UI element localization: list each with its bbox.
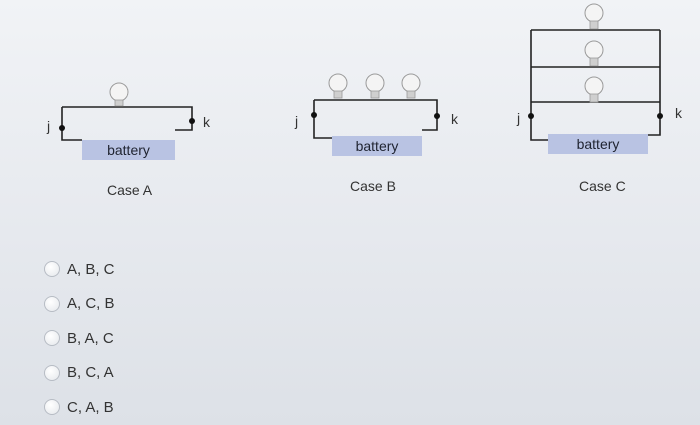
terminal-k-label: k bbox=[203, 114, 210, 130]
terminal-k-dot bbox=[189, 118, 195, 124]
terminal-k-dot bbox=[657, 113, 663, 119]
terminal-j-label: j bbox=[295, 113, 299, 129]
case-b-circuit bbox=[311, 73, 440, 139]
option-label: B, A, C bbox=[67, 329, 114, 347]
bulb-icon bbox=[584, 76, 604, 103]
terminal-k-dot bbox=[434, 113, 440, 119]
battery: battery bbox=[548, 134, 648, 154]
battery: battery bbox=[82, 140, 175, 160]
case-c-label: Case C bbox=[579, 178, 626, 194]
option-c-a-b[interactable]: C, A, B bbox=[44, 390, 115, 425]
radio-button[interactable] bbox=[44, 261, 60, 278]
bulb-icon bbox=[584, 3, 604, 30]
case-a-label: Case A bbox=[107, 182, 153, 198]
terminal-j-label: j bbox=[47, 118, 51, 134]
bulb-icon bbox=[401, 73, 421, 99]
terminal-j-dot bbox=[59, 125, 65, 131]
bulb-icon bbox=[328, 73, 348, 99]
answer-options: A, B, C A, C, B B, A, C B, C, A C, A, B bbox=[44, 252, 115, 425]
option-label: A, B, C bbox=[67, 260, 115, 278]
terminal-k-label: k bbox=[675, 105, 682, 121]
case-b-label: Case B bbox=[350, 178, 396, 194]
case-a-circuit bbox=[59, 82, 195, 141]
radio-button[interactable] bbox=[44, 295, 60, 312]
radio-button[interactable] bbox=[44, 364, 60, 381]
option-label: A, C, B bbox=[67, 295, 115, 313]
option-a-b-c[interactable]: A, B, C bbox=[44, 252, 115, 287]
circuit-diagrams bbox=[59, 3, 663, 141]
terminal-j-label: j bbox=[517, 110, 521, 126]
option-b-a-c[interactable]: B, A, C bbox=[44, 321, 115, 356]
terminal-k-label: k bbox=[451, 111, 458, 127]
case-c-circuit bbox=[528, 3, 663, 141]
radio-button[interactable] bbox=[44, 330, 60, 347]
terminal-j-dot bbox=[311, 112, 317, 118]
option-label: B, C, A bbox=[67, 364, 114, 382]
option-b-c-a[interactable]: B, C, A bbox=[44, 356, 115, 391]
battery: battery bbox=[332, 136, 422, 156]
bulb-icon bbox=[365, 73, 385, 99]
radio-button[interactable] bbox=[44, 399, 60, 416]
bulb-icon bbox=[584, 40, 604, 67]
terminal-j-dot bbox=[528, 113, 534, 119]
option-label: C, A, B bbox=[67, 398, 114, 416]
bulb-icon bbox=[109, 82, 129, 107]
option-a-c-b[interactable]: A, C, B bbox=[44, 287, 115, 322]
